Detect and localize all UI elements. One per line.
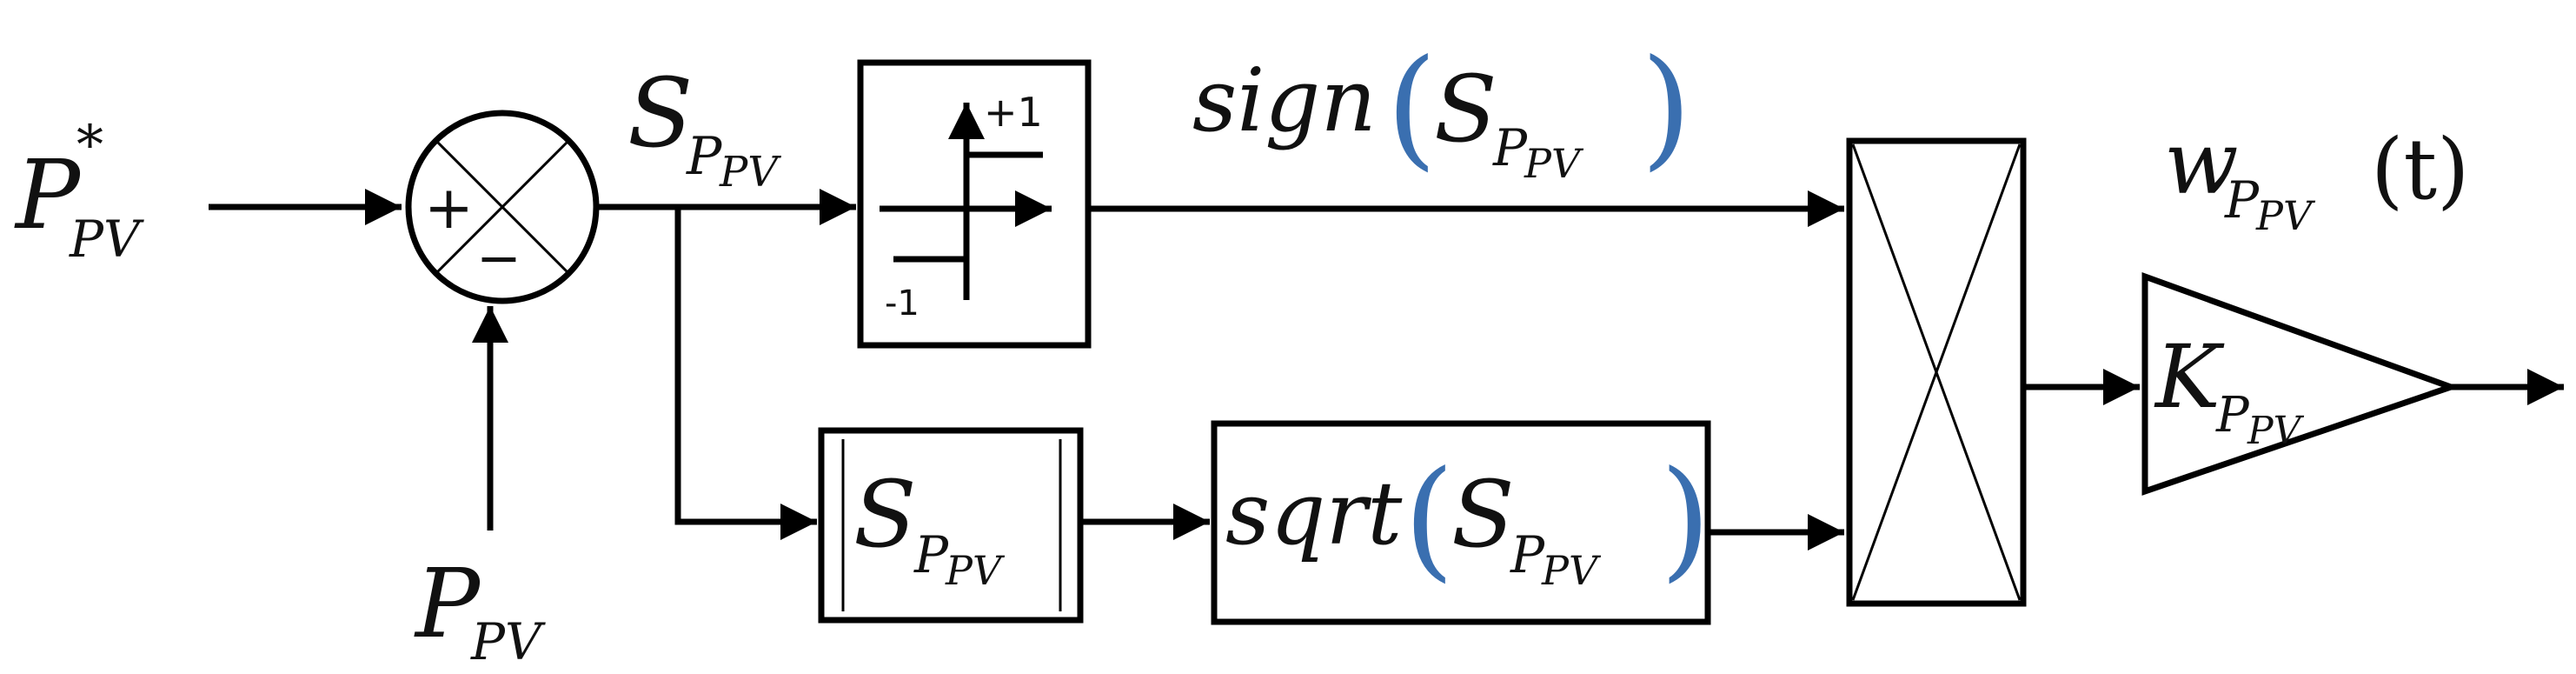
output-label: w P PV (t) bbox=[2164, 112, 2469, 239]
error-signal-sub-sub: PV bbox=[719, 148, 781, 197]
sign-block-lower-label: -1 bbox=[885, 284, 920, 324]
abs-block-sub-sub: PV bbox=[945, 547, 1006, 594]
output-sub-sub: PV bbox=[2255, 192, 2316, 239]
gain-block-sub-base: P bbox=[2215, 387, 2250, 444]
error-branch-wire bbox=[674, 207, 817, 525]
input-measured-base: P bbox=[414, 548, 481, 659]
abs-block: S P PV bbox=[818, 427, 1084, 624]
error-signal-sub-base: P bbox=[686, 126, 723, 187]
gain-block-base: K bbox=[2154, 326, 2225, 428]
summing-junction: + − bbox=[405, 110, 600, 304]
abs-block-base: S bbox=[853, 461, 917, 568]
multiplier-cross-b bbox=[1851, 143, 2022, 601]
summer-minus-sign: − bbox=[476, 226, 521, 290]
gain-block: K P PV bbox=[2141, 272, 2460, 496]
sqrt-block-sub-sub: PV bbox=[1541, 547, 1602, 594]
sqrt-block-base: S bbox=[1451, 461, 1515, 568]
multiplier-frame bbox=[1846, 137, 2027, 607]
error-signal-label: S P PV bbox=[627, 57, 781, 197]
abs-block-sub-base: P bbox=[913, 525, 949, 584]
gain-triangle bbox=[2141, 272, 2460, 496]
input-reference-superscript: * bbox=[76, 113, 103, 177]
sqrt-block-sub-base: P bbox=[1510, 525, 1545, 584]
sign-block-upper-label: +1 bbox=[984, 89, 1043, 136]
sqrt-block-open-paren: ( bbox=[1404, 444, 1455, 595]
summer-cross-b bbox=[435, 139, 570, 275]
input-measured-label: P PV bbox=[414, 548, 546, 671]
input-measured-subscript: PV bbox=[470, 612, 546, 671]
abs-block-frame bbox=[818, 427, 1084, 624]
sign-block: +1 -1 bbox=[857, 59, 1092, 349]
sqrt-block: sqrt ( S P PV ) bbox=[1211, 420, 1711, 625]
summer-plus-sign: + bbox=[424, 174, 474, 243]
sign-output-base: S bbox=[1434, 56, 1497, 163]
sign-output-sub-base: P bbox=[1492, 118, 1528, 177]
sqrt-block-close-paren: ) bbox=[1660, 444, 1711, 595]
gain-block-sub-sub: PV bbox=[2247, 409, 2305, 453]
sqrt-block-func: sqrt bbox=[1225, 463, 1403, 564]
error-signal-base: S bbox=[627, 57, 693, 169]
sign-output-func: sign bbox=[1192, 50, 1377, 151]
sqrt-block-frame bbox=[1211, 420, 1711, 625]
output-sub-base: P bbox=[2224, 170, 2260, 230]
input-reference-base: P bbox=[14, 139, 82, 250]
output-arg: (t) bbox=[2371, 121, 2469, 218]
sign-output-close-paren: ) bbox=[1641, 32, 1692, 184]
sign-output-sub-sub: PV bbox=[1524, 140, 1584, 187]
input-reference-label: P * PV bbox=[14, 113, 144, 269]
sign-output-open-paren: ( bbox=[1386, 32, 1437, 184]
output-base: w bbox=[2164, 112, 2239, 214]
input-reference-subscript: PV bbox=[69, 210, 144, 269]
multiplier-block bbox=[1846, 137, 2027, 607]
sign-output-label: sign ( S P PV ) bbox=[1192, 32, 1692, 187]
